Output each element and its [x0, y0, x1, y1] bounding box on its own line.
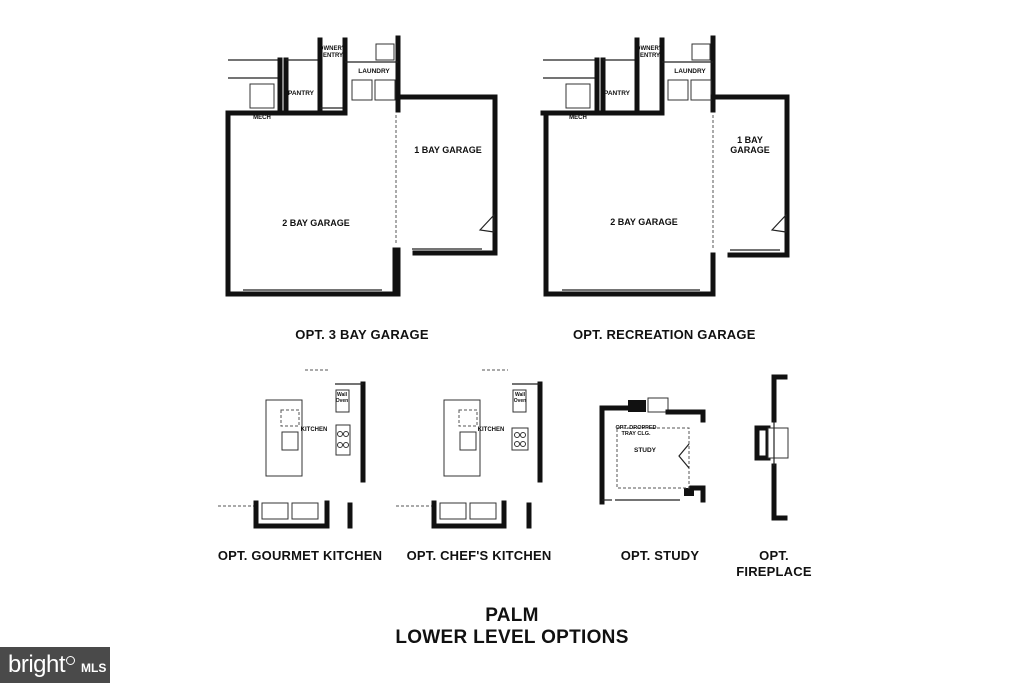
- room-label-wall-oven-2b: Oven: [514, 398, 527, 404]
- fireplace-plan: [754, 374, 789, 521]
- study-plan: OPT. DROPPED TRAY CLG. STUDY: [599, 397, 706, 505]
- gourmet-kitchen-plan: KITCHEN Wall Oven: [218, 369, 366, 529]
- bright-mls-watermark: bright MLS: [0, 647, 110, 683]
- room-label-dropped-2: TRAY CLG.: [621, 431, 651, 437]
- chefs-kitchen-plan: KITCHEN Wall Oven: [396, 369, 543, 529]
- room-label-dropped-1: OPT. DROPPED: [616, 425, 657, 431]
- room-label-kitchen-chef: KITCHEN: [478, 427, 505, 433]
- room-label-owners-entry-1b: OWNER'S: [636, 46, 664, 52]
- room-label-study: STUDY: [634, 447, 657, 454]
- watermark-dot-icon: [66, 655, 76, 665]
- plan-subtitle: LOWER LEVEL OPTIONS: [395, 627, 629, 648]
- caption-study: OPT. STUDY: [620, 548, 700, 563]
- recreation-garage-plan: OWNER'S ENTRY LAUNDRY PANTRY MECH 2 BAY …: [540, 35, 790, 297]
- room-label-wall-oven-1: Wall: [337, 392, 348, 398]
- room-label-mech-b: MECH: [569, 115, 587, 121]
- room-label-one-bay-1: 1 BAY: [737, 135, 763, 145]
- caption-gourmet-kitchen: OPT. GOURMET KITCHEN: [217, 548, 383, 563]
- room-label-laundry-b: LAUNDRY: [674, 68, 706, 75]
- room-label-laundry: LAUNDRY: [358, 68, 390, 75]
- room-label-one-bay-2: GARAGE: [730, 145, 770, 155]
- three-bay-garage-plan: OWNER'S ENTRY LAUNDRY PANTRY MECH 2 BAY …: [225, 35, 498, 297]
- room-label-one-bay-garage: 1 BAY GARAGE: [414, 145, 482, 155]
- room-label-mech: MECH: [253, 115, 271, 121]
- room-label-wall-oven-2: Oven: [336, 398, 349, 404]
- room-label-pantry-b: PANTRY: [604, 90, 631, 97]
- room-label-owners-entry-2b: ENTRY: [640, 53, 660, 59]
- watermark-suffix: MLS: [81, 661, 107, 675]
- caption-3-bay-garage: OPT. 3 BAY GARAGE: [295, 327, 429, 342]
- caption-fireplace: OPT. FIREPLACE: [736, 548, 812, 579]
- room-label-owners-entry-1: OWNER'S: [319, 46, 347, 52]
- room-label-wall-oven-1b: Wall: [515, 392, 526, 398]
- room-label-two-bay-garage-b: 2 BAY GARAGE: [610, 217, 678, 227]
- caption-recreation-garage: OPT. RECREATION GARAGE: [573, 327, 756, 342]
- caption-chefs-kitchen: OPT. CHEF'S KITCHEN: [406, 548, 552, 563]
- room-label-owners-entry-2: ENTRY: [323, 53, 343, 59]
- room-label-two-bay-garage: 2 BAY GARAGE: [282, 218, 350, 228]
- plan-name: PALM: [485, 605, 539, 626]
- room-label-pantry: PANTRY: [288, 90, 315, 97]
- watermark-brand: bright: [8, 651, 66, 678]
- room-label-kitchen-gourmet: KITCHEN: [301, 427, 328, 433]
